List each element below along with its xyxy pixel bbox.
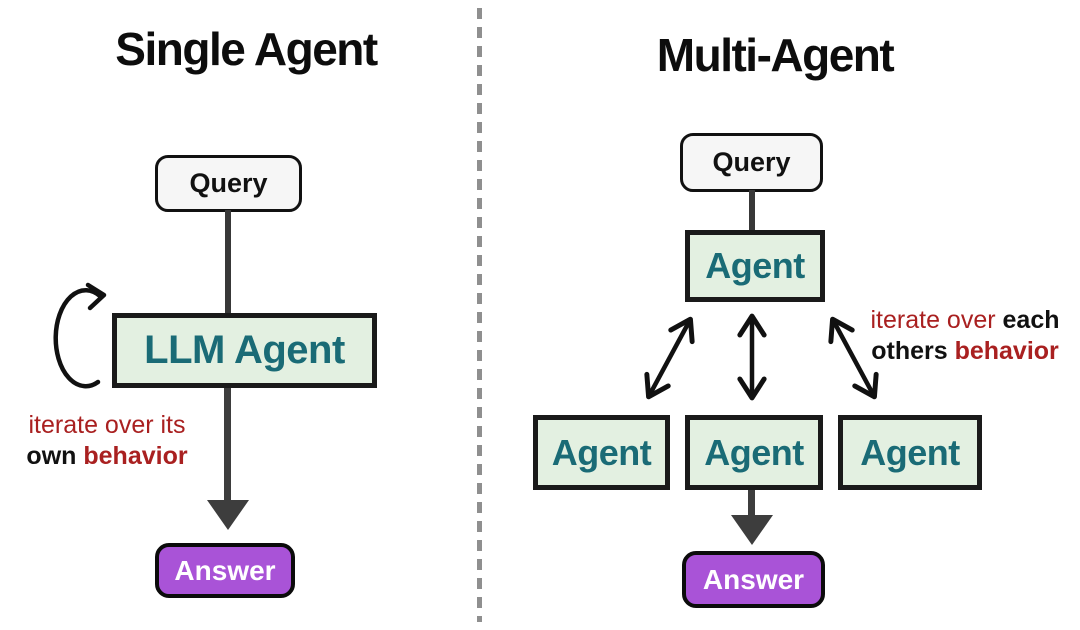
- single-agent-title: Single Agent: [115, 23, 378, 75]
- caption-each: each: [1002, 306, 1060, 334]
- agent-to-answer-arrow-shaft: [224, 388, 231, 502]
- query-label: Query: [189, 168, 268, 198]
- query-box: Query: [155, 155, 302, 212]
- down-arrow-icon: [207, 500, 249, 530]
- iterate-caption-left: iterate over its own behavior: [7, 410, 207, 472]
- caption-line1: iterate over: [870, 306, 1003, 334]
- caption-own: own: [26, 442, 77, 470]
- double-arrow-middle-icon: [737, 313, 767, 401]
- worker-agent-box-1: Agent: [533, 415, 670, 490]
- answer-box: Answer: [155, 543, 295, 598]
- worker-agent-label: Agent: [704, 431, 804, 473]
- worker-agent-label: Agent: [860, 431, 960, 473]
- caption-line1: iterate over its: [28, 411, 186, 439]
- coordinator-agent-label: Agent: [705, 245, 805, 286]
- caption-behavior: behavior: [83, 442, 188, 470]
- llm-agent-label: LLM Agent: [144, 328, 345, 372]
- double-arrow-left-icon: [644, 316, 695, 400]
- loop-arrow-icon: [53, 282, 107, 389]
- agent-to-answer-arrow-shaft: [748, 490, 755, 517]
- down-arrow-icon: [731, 515, 773, 545]
- iterate-caption-right: iterate over each others behavior: [865, 305, 1065, 367]
- answer-box: Answer: [682, 551, 825, 608]
- worker-agent-box-3: Agent: [838, 415, 982, 490]
- query-to-coordinator-connector: [749, 190, 755, 232]
- answer-label: Answer: [702, 563, 805, 595]
- worker-agent-label: Agent: [551, 431, 652, 473]
- answer-label: Answer: [174, 554, 276, 586]
- worker-agent-box-2: Agent: [685, 415, 823, 490]
- caption-others: others: [871, 337, 955, 365]
- panel-divider: [477, 8, 482, 622]
- caption-behavior: behavior: [954, 337, 1059, 365]
- multi-agent-title: Multi-Agent: [656, 29, 895, 81]
- coordinator-agent-box: Agent: [685, 230, 825, 302]
- llm-agent-box: LLM Agent: [112, 313, 377, 388]
- double-arrow-right-icon: [828, 316, 879, 400]
- query-to-agent-connector: [225, 210, 231, 316]
- query-box: Query: [680, 133, 823, 192]
- query-label: Query: [712, 147, 791, 177]
